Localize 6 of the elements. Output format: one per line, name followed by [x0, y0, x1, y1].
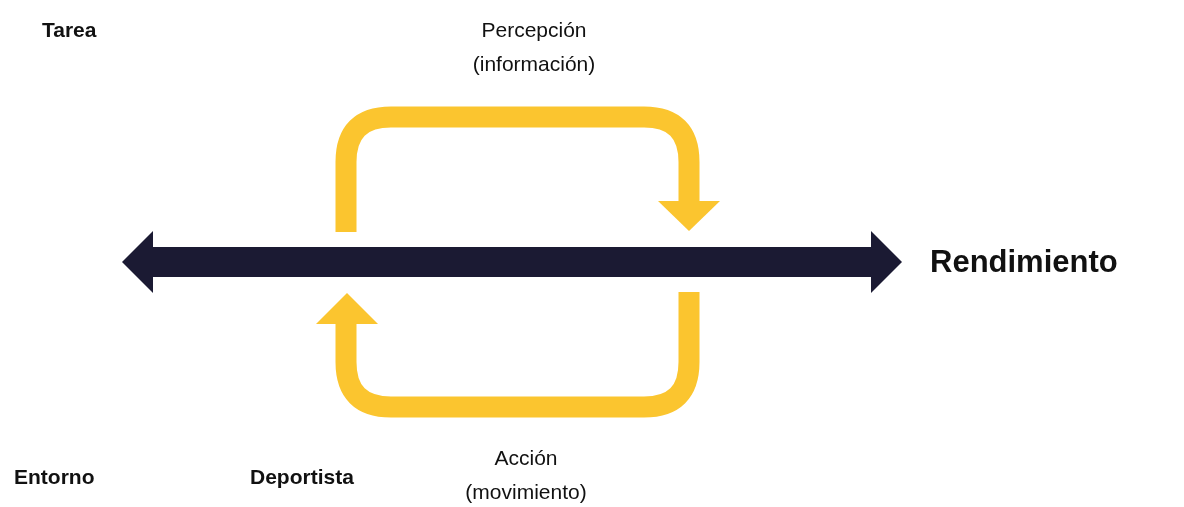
text-label: Acción (movimiento): [464, 445, 588, 505]
text-label: Entorno: [14, 464, 95, 490]
text-label: Rendimiento: [930, 243, 1118, 281]
text-label: Deportista: [250, 464, 354, 490]
text-label: Percepción (información): [471, 17, 597, 77]
text-label: Tarea: [42, 17, 97, 43]
